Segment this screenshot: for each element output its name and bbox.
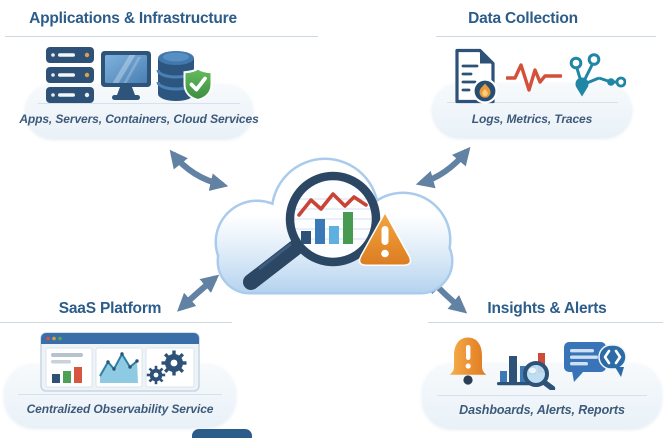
code-chat-icon [564,342,627,382]
arrow-top-right [415,146,471,189]
pill-divider [437,395,647,396]
section-divider [428,322,663,323]
bar-chart [301,212,353,244]
section-caption: Centralized Observability Service [26,402,214,416]
shield-check-icon [183,67,213,101]
log-document-icon [455,48,498,104]
gear-icon [161,350,187,376]
section-title-insights-alerts: Insights & Alerts [487,300,607,317]
window-dot-orange [52,336,56,341]
pill-divider [447,102,618,103]
panel-trend [95,347,143,388]
trend-line [297,192,368,217]
section-title-applications-infrastructure: Applications & Infrastructure [29,10,237,27]
pill-divider [38,103,240,104]
server-rack-icon [46,47,94,103]
alert-bell-icon [449,337,487,385]
window-dot-green [58,336,62,341]
window-dot-red [46,336,50,341]
section-title-data-collection: Data Collection [468,10,578,27]
section-divider [5,36,318,37]
panel-report [45,347,93,388]
metrics-waveform-icon [506,63,562,92]
section-title-saas-platform: SaaS Platform [58,300,162,317]
monitor-icon [101,51,151,100]
observability-cloud-graphic [214,157,454,295]
section-caption: Dashboards, Alerts, Reports [459,403,625,417]
magnifier-icon [243,171,381,290]
section-divider [436,36,656,37]
section-caption: Apps, Servers, Containers, Cloud Service… [19,112,259,126]
section-divider [0,322,232,323]
chart-magnifier-icon [497,353,556,390]
dashboard-window-icon [40,332,200,392]
arrow-bottom-left [177,274,220,312]
panel-settings [145,347,195,388]
pill-divider [18,394,222,395]
warning-triangle-icon [358,212,412,266]
section-caption: Logs, Metrics, Traces [471,112,593,126]
traces-graph-icon [569,53,626,97]
cropped-banner [192,429,252,438]
arrow-top-left [169,149,229,191]
